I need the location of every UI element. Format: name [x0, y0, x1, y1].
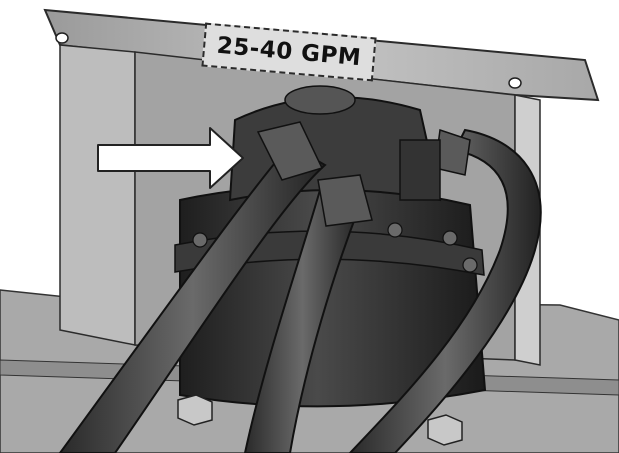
bracket-wall-left [59, 44, 136, 346]
motor-top-port [284, 85, 356, 115]
hose-fitting-left [256, 121, 324, 181]
hose-fitting-middle [317, 174, 373, 227]
hose-fittings [256, 121, 471, 227]
hose-right [348, 128, 542, 453]
hose-left [58, 143, 327, 453]
pointer-arrow [97, 127, 244, 189]
bracket-hole-right [508, 77, 522, 89]
hex-nut [177, 394, 213, 426]
motor-bolt [462, 257, 478, 273]
motor-bolt [387, 222, 403, 238]
hex-nut [427, 414, 463, 446]
motor-bolt [192, 232, 208, 248]
motor-bolt [442, 230, 458, 246]
valve-block [399, 139, 441, 201]
hose-middle [243, 188, 362, 453]
bracket-hole-left [55, 32, 69, 44]
